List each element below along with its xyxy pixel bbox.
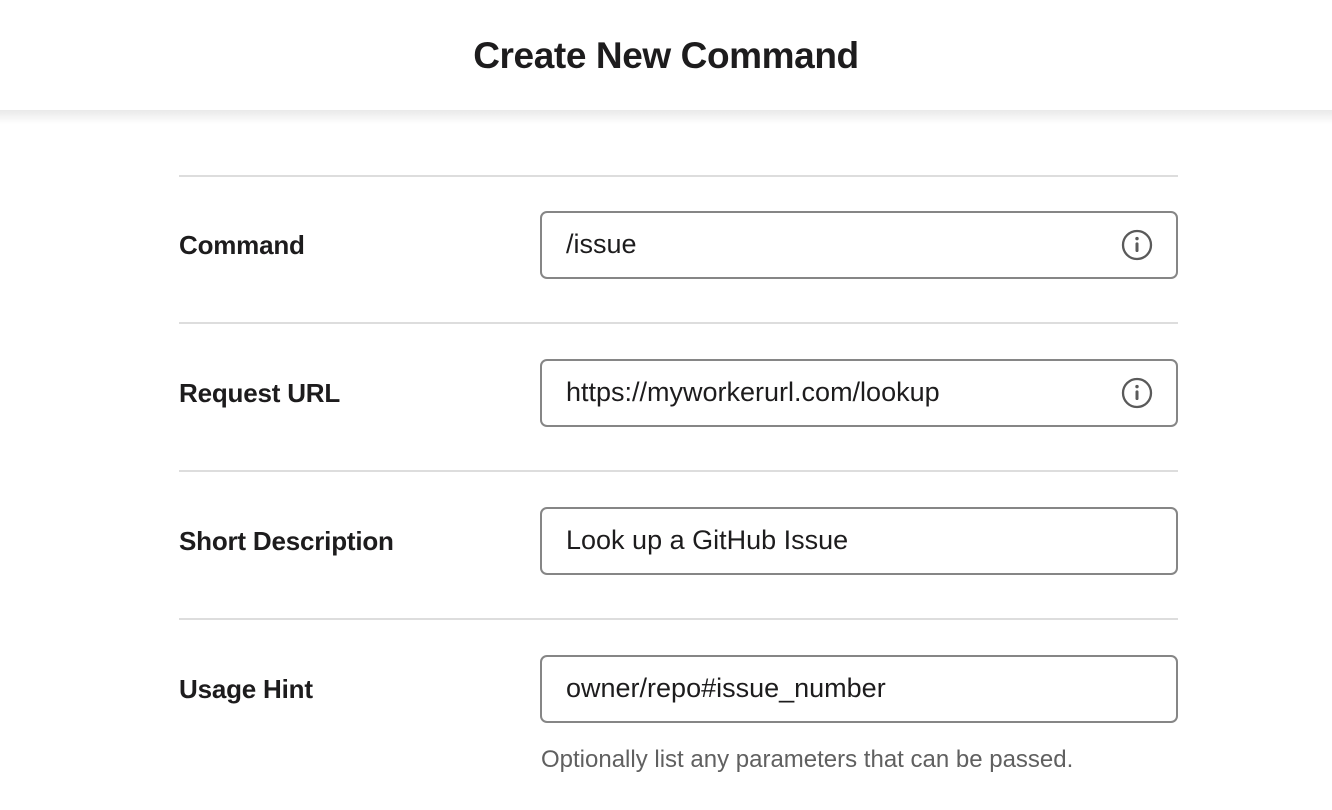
row-divider xyxy=(179,175,1178,177)
request-url-input-value[interactable]: https://myworkerurl.com/lookup xyxy=(566,378,940,408)
modal-header: Create New Command xyxy=(0,0,1332,110)
command-field-column: /issue xyxy=(540,211,1178,279)
command-input-value[interactable]: /issue xyxy=(566,230,637,260)
usage-hint-input[interactable]: owner/repo#issue_number xyxy=(540,655,1178,723)
usage-hint-field-column: owner/repo#issue_number Optionally list … xyxy=(540,655,1178,775)
short-description-input-value[interactable]: Look up a GitHub Issue xyxy=(566,526,849,556)
request-url-field-column: https://myworkerurl.com/lookup xyxy=(540,359,1178,427)
row-divider xyxy=(179,470,1178,472)
usage-hint-input-value[interactable]: owner/repo#issue_number xyxy=(566,674,886,704)
command-label: Command xyxy=(179,230,305,260)
short-description-field-column: Look up a GitHub Issue xyxy=(540,507,1178,575)
short-description-label: Short Description xyxy=(179,526,394,556)
form-row-usage-hint: Usage Hint owner/repo#issue_number Optio… xyxy=(179,655,1178,775)
command-input[interactable]: /issue xyxy=(540,211,1178,279)
row-divider xyxy=(179,618,1178,620)
usage-hint-helper-text: Optionally list any parameters that can … xyxy=(541,746,1074,773)
info-icon[interactable] xyxy=(1121,377,1153,409)
usage-hint-label: Usage Hint xyxy=(179,674,313,704)
info-icon[interactable] xyxy=(1121,229,1153,261)
form-row-short-description: Short Description Look up a GitHub Issue xyxy=(179,507,1178,575)
row-divider xyxy=(179,322,1178,324)
request-url-input[interactable]: https://myworkerurl.com/lookup xyxy=(540,359,1178,427)
page-title: Create New Command xyxy=(473,34,859,76)
request-url-label: Request URL xyxy=(179,378,341,408)
short-description-input[interactable]: Look up a GitHub Issue xyxy=(540,507,1178,575)
form-row-command: Command /issue xyxy=(179,211,1178,279)
header-shadow xyxy=(0,110,1332,124)
form-body: Command /issue Request URL xyxy=(0,124,1332,810)
form-row-request-url: Request URL https://myworkerurl.com/look… xyxy=(179,359,1178,427)
